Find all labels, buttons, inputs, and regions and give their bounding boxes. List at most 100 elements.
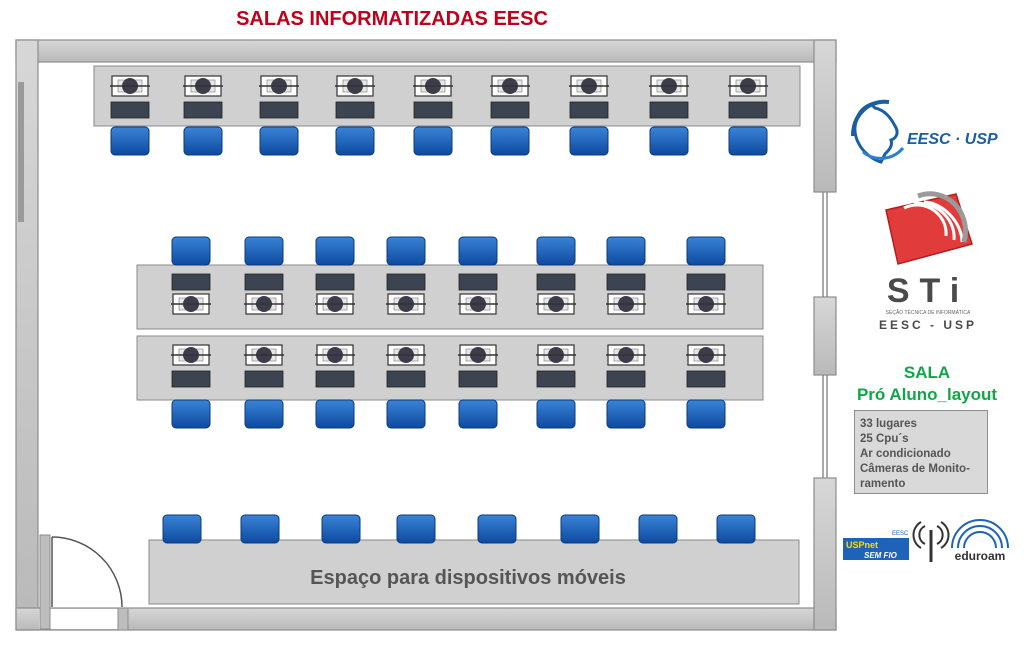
room-name: SALA Pró Aluno_layout [830, 362, 1024, 406]
sti-wordmark: STi [887, 272, 969, 310]
sti-emblem-icon [885, 193, 973, 265]
computer-workstation-icon [315, 344, 355, 388]
workstations [110, 75, 768, 388]
top-wall [15, 39, 837, 63]
chair-icon [315, 399, 355, 429]
computer-workstation-icon [110, 75, 150, 119]
computer-workstation-icon [386, 273, 426, 315]
mobile-area-label: Espaço para dispositivos móveis [310, 567, 626, 589]
computer-workstation-icon [413, 75, 453, 119]
chair-icon [171, 399, 211, 429]
room-info-box: 33 lugares 25 Cpu´s Ar condicionado Câme… [854, 410, 988, 494]
info-cpus: 25 Cpu´s [860, 433, 909, 445]
chair-icon [569, 126, 609, 156]
eduroam-arcs-icon [951, 519, 1009, 549]
sti-emblem-stripes [903, 200, 964, 243]
chair-icon [686, 236, 726, 266]
sti-logo: STi SEÇÃO TÉCNICA DE INFORMÁTICA EESC - … [879, 191, 977, 332]
chair-icon [728, 126, 768, 156]
sti-eesc-usp: EESC - USP [879, 318, 977, 332]
chair-icon [183, 126, 223, 156]
computer-workstation-icon [171, 344, 211, 388]
door-jamb [39, 534, 51, 630]
middle-table-lower [136, 335, 764, 401]
walls [15, 39, 837, 631]
door-icon [51, 536, 123, 608]
eduroam-label: eduroam [955, 549, 1006, 563]
chair-icon [335, 126, 375, 156]
middle-table-upper [136, 264, 764, 330]
computer-workstation-icon [458, 273, 498, 315]
chair-icon [110, 126, 150, 156]
computer-workstation-icon [686, 344, 726, 388]
computer-workstation-icon [244, 344, 284, 388]
computer-workstation-icon [686, 273, 726, 315]
eesc-swoosh [851, 99, 890, 137]
computer-workstation-icon [569, 75, 609, 119]
computer-workstation-icon [458, 344, 498, 388]
chair-icon [315, 236, 355, 266]
sti-subtitle: SEÇÃO TÉCNICA DE INFORMÁTICA [886, 309, 971, 316]
chair-icon [458, 236, 498, 266]
computer-workstation-icon [649, 75, 689, 119]
chair-icon [244, 236, 284, 266]
uspnet-wireless-label: SEM FIO [864, 551, 898, 560]
eesc-swoosh [862, 146, 905, 160]
chair-icon [386, 236, 426, 266]
info-seats: 33 lugares [860, 418, 917, 430]
chair-icon [536, 236, 576, 266]
chair-icon [606, 236, 646, 266]
right-wall-bottom [813, 477, 837, 631]
chair-icon [259, 126, 299, 156]
chair-icon [386, 399, 426, 429]
computer-workstation-icon [386, 344, 426, 388]
chair-icon [536, 399, 576, 429]
computer-workstation-icon [536, 344, 576, 388]
chair-icon [686, 399, 726, 429]
computer-workstation-icon [728, 75, 768, 119]
bottom-wall [15, 607, 837, 631]
computer-workstation-icon [536, 273, 576, 315]
wireless-logos: USPnet SEM FIO EESC eduroam [843, 519, 1009, 563]
computer-workstation-icon [335, 75, 375, 119]
mobile-devices-table [148, 539, 800, 605]
sti-emblem-ring [917, 191, 968, 243]
chair-icon [638, 514, 678, 544]
computer-workstation-icon [490, 75, 530, 119]
computer-workstation-icon [171, 273, 211, 315]
uspnet-label: USPnet [846, 540, 878, 550]
chair-icon [458, 399, 498, 429]
door-gap [39, 609, 125, 629]
chairs [110, 126, 768, 544]
eesc-usp-logo: EESC · USP [851, 99, 998, 164]
info-air-conditioning: Ar condicionado [860, 448, 951, 460]
info-cameras: Câmeras de Monito- [860, 463, 970, 475]
computer-workstation-icon [244, 273, 284, 315]
right-wall-mid [813, 296, 837, 376]
chair-icon [321, 514, 361, 544]
chair-icon [560, 514, 600, 544]
page-title: SALAS INFORMATIZADAS EESC [236, 8, 548, 30]
eesc-usp-label: EESC · USP [907, 131, 998, 148]
chair-icon [171, 236, 211, 266]
chair-icon [396, 514, 436, 544]
uspnet-badge [843, 538, 909, 560]
computer-workstation-icon [259, 75, 299, 119]
chair-icon [413, 126, 453, 156]
chair-icon [649, 126, 689, 156]
room-layout-name: Pró Aluno_layout [856, 385, 998, 404]
chair-icon [240, 514, 280, 544]
room-label: SALA [903, 363, 951, 382]
wifi-antenna-icon [912, 521, 950, 562]
computer-workstation-icon [315, 273, 355, 315]
chair-icon [162, 514, 202, 544]
chair-icon [716, 514, 756, 544]
left-window [18, 82, 24, 222]
computer-workstation-icon [606, 273, 646, 315]
computer-workstation-icon [606, 344, 646, 388]
chair-icon [477, 514, 517, 544]
chair-icon [490, 126, 530, 156]
computer-workstation-icon [183, 75, 223, 119]
info-cameras-cont: ramento [860, 478, 906, 490]
